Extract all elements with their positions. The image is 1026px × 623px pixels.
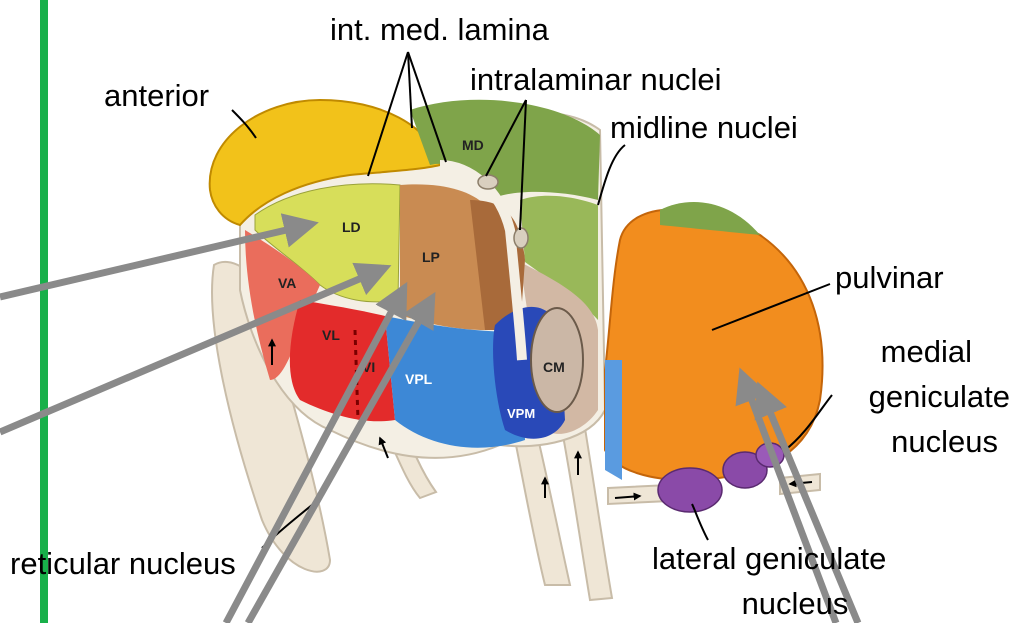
label-ld: LD bbox=[342, 219, 361, 235]
label-va: VA bbox=[278, 275, 296, 291]
label-lateral-geniculate-line1: lateral geniculate bbox=[652, 543, 886, 574]
label-intralaminar-nuclei: intralaminar nuclei bbox=[470, 64, 722, 95]
label-medial-geniculate-line3: nucleus bbox=[850, 426, 998, 457]
label-medial-geniculate-line2: geniculate bbox=[826, 381, 1010, 412]
pulvinar-left-blue bbox=[605, 360, 622, 480]
intralaminar-nucleus-dot bbox=[514, 228, 528, 248]
label-anterior: anterior bbox=[104, 80, 209, 111]
label-medial-geniculate-line1: medial bbox=[860, 336, 972, 367]
label-midline-nuclei: midline nuclei bbox=[610, 112, 798, 143]
pulvinar-nucleus bbox=[605, 209, 823, 480]
fiber-stalk bbox=[515, 430, 570, 585]
label-int-med-lamina: int. med. lamina bbox=[330, 14, 549, 45]
label-reticular-nucleus: reticular nucleus bbox=[10, 548, 236, 579]
label-md: MD bbox=[462, 137, 484, 153]
label-vl: VL bbox=[322, 327, 340, 343]
label-vpl: VPL bbox=[405, 371, 433, 387]
label-cm: CM bbox=[543, 359, 565, 375]
intralaminar-nucleus-dot bbox=[478, 175, 498, 189]
label-vpm: VPM bbox=[507, 406, 535, 421]
lateral-geniculate-body bbox=[658, 468, 722, 512]
label-lp: LP bbox=[422, 249, 440, 265]
label-pulvinar: pulvinar bbox=[835, 262, 944, 293]
label-lateral-geniculate-line2: nucleus bbox=[715, 588, 875, 619]
